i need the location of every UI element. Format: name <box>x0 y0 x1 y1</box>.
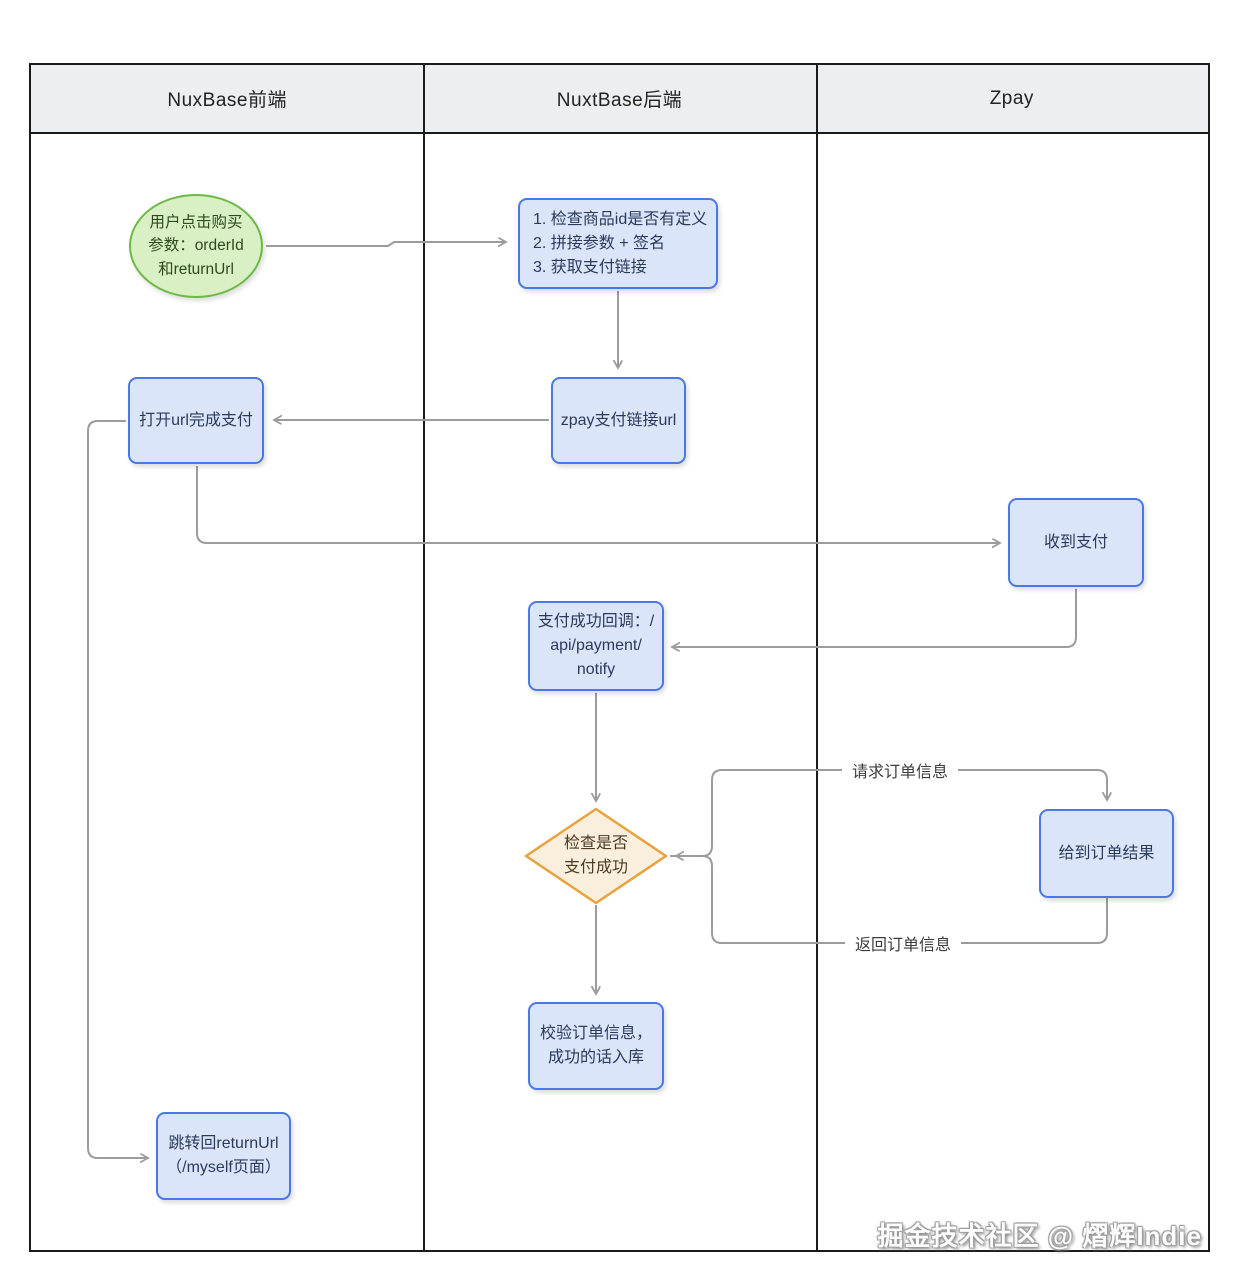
edge-label-return-order: 返回订单信息 <box>844 929 962 957</box>
watermark-text: 掘金技术社区 @ 熠辉Indie <box>877 1221 1202 1251</box>
node-notify-callback: 支付成功回调：/ api/payment/ notify <box>528 601 664 691</box>
node-order-result: 给到订单结果 <box>1039 809 1174 898</box>
node-open-url: 打开url完成支付 <box>128 377 264 464</box>
node-check-success-decision: 检查是否 支付成功 <box>563 835 628 876</box>
node-redirect-return: 跳转回returnUrl （/myself页面） <box>156 1112 291 1200</box>
edge-label-request-order: 请求订单信息 <box>841 756 959 784</box>
node-check-steps: 1. 检查商品id是否有定义 2. 拼接参数 + 签名 3. 获取支付链接 <box>518 198 718 289</box>
lane-header-nuxbase-frontend: NuxBase前端 <box>167 90 287 111</box>
lane-header-nuxtbase-backend: NuxtBase后端 <box>556 90 683 111</box>
node-zpay-url: zpay支付链接url <box>551 377 686 464</box>
node-verify-store: 校验订单信息， 成功的话入库 <box>528 1002 664 1090</box>
lane-divider-1 <box>423 65 425 1250</box>
node-user-click-start: 用户点击购买 参数：orderId 和returnUrl <box>129 194 263 298</box>
lane-divider-2 <box>816 65 818 1250</box>
node-receive-payment: 收到支付 <box>1008 498 1144 587</box>
lane-header-zpay: Zpay <box>989 87 1034 109</box>
swimlane-header-row: NuxBase前端 NuxtBase后端 Zpay <box>31 65 1208 134</box>
